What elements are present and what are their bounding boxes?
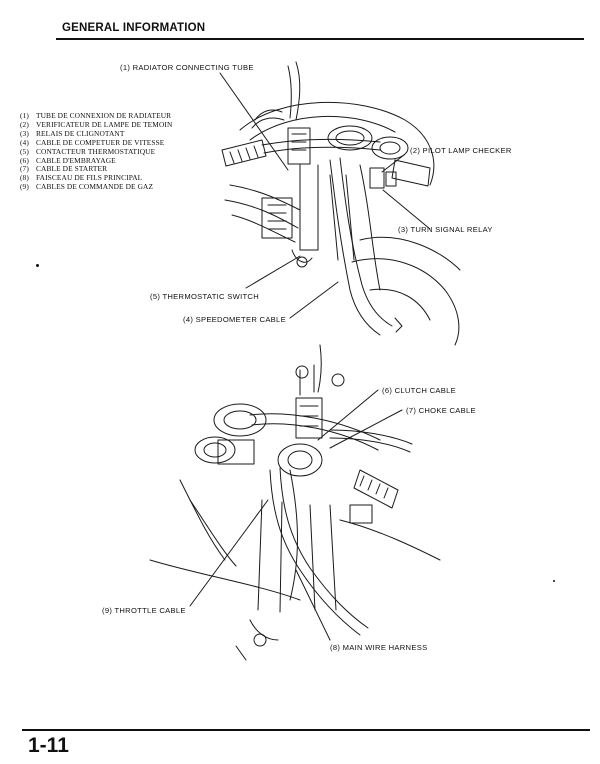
callout-pilot-lamp-checker: (2) PILOT LAMP CHECKER [410, 146, 512, 155]
legend-item: (4)CABLE DE COMPETUER DE VITESSE [20, 137, 165, 147]
legend-item: (2)VERIFICATEUR DE LAMPE DE TEMOIN [20, 119, 173, 129]
stray-dot [553, 580, 555, 582]
leader-line [329, 409, 403, 449]
legend-item: (7)CABLE DE STARTER [20, 164, 108, 174]
page-header-title: GENERAL INFORMATION [62, 22, 206, 34]
leader-line [219, 72, 289, 171]
callout-turn-signal-relay: (3) TURN SIGNAL RELAY [398, 225, 493, 234]
callout-clutch-cable: (6) CLUTCH CABLE [382, 386, 457, 395]
callout-radiator-connecting-tube: (1) RADIATOR CONNECTING TUBE [120, 63, 254, 72]
french-legend: (1)TUBE DE CONNEXION DE RADIATEUR (2)VER… [20, 111, 240, 192]
footer-rule [22, 729, 590, 731]
leader-line [295, 569, 331, 641]
leader-line [289, 281, 339, 319]
callout-thermostatic-switch: (5) THERMOSTATIC SWITCH [150, 292, 259, 301]
header-rule [56, 38, 584, 40]
leader-line [317, 389, 379, 441]
leader-line [189, 499, 269, 607]
callout-speedometer-cable: (4) SPEEDOMETER CABLE [183, 315, 286, 324]
legend-item: (5)CONTACTEUR THERMOSTATIQUE [20, 146, 156, 156]
page-number: 1-11 [28, 734, 69, 757]
legend-item: (6)CABLE D'EMBRAYAGE [20, 155, 116, 165]
callout-throttle-cable: (9) THROTTLE CABLE [102, 606, 186, 615]
leader-line [381, 154, 405, 173]
callout-choke-cable: (7) CHOKE CABLE [406, 406, 476, 415]
leader-line [382, 189, 431, 230]
legend-item: (1)TUBE DE CONNEXION DE RADIATEUR [20, 111, 172, 120]
leader-line [245, 255, 301, 289]
legend-item: (8)FAISCEAU DE FILS PRINCIPAL [20, 173, 143, 183]
legend-item: (3)RELAIS DE CLIGNOTANT [20, 128, 125, 138]
top-illustration [219, 61, 461, 346]
stray-dot [36, 264, 39, 267]
bottom-illustration [149, 344, 441, 661]
legend-item: (9)CABLES DE COMMANDE DE GAZ [20, 182, 154, 192]
callout-main-wire-harness: (8) MAIN WIRE HARNESS [330, 643, 428, 652]
